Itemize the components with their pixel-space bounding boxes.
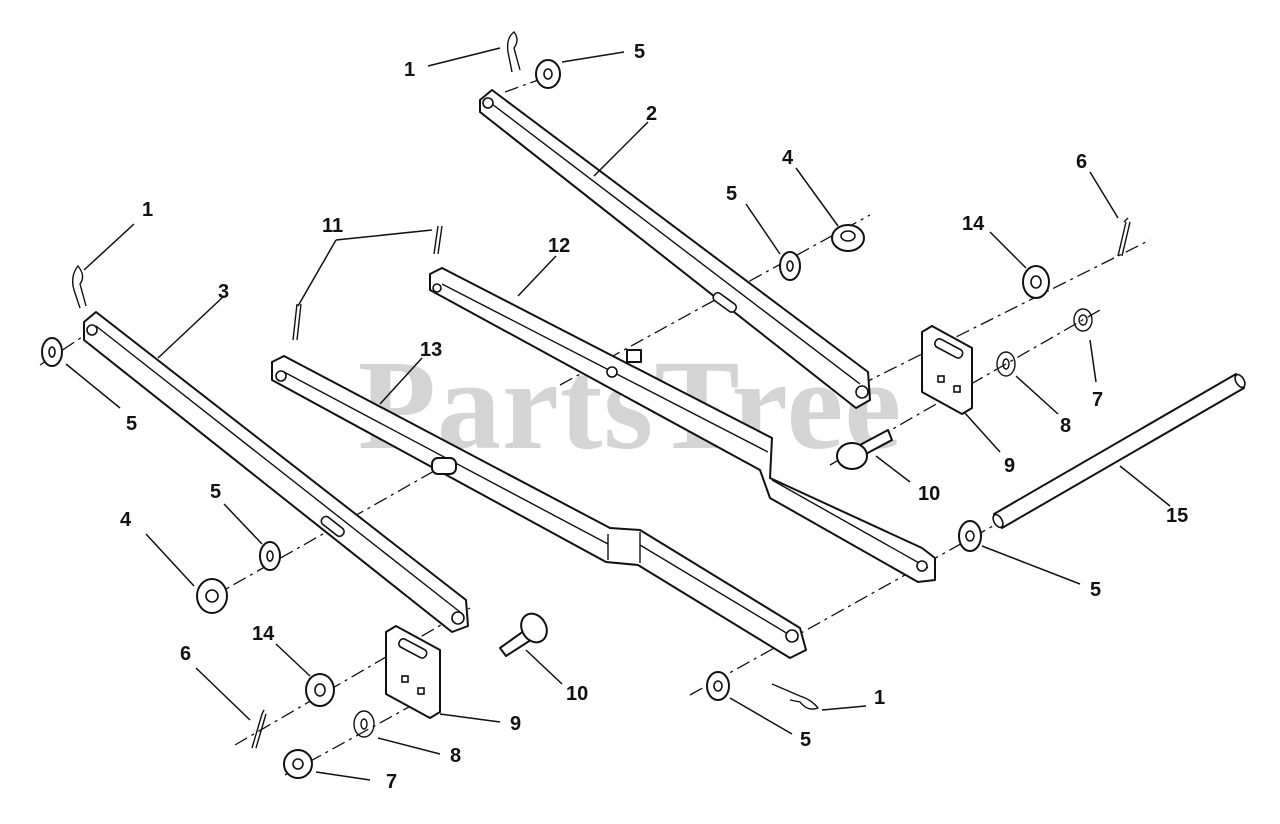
bracket-9-right [921, 325, 973, 415]
washers [41, 59, 1050, 738]
washer-5-mid [779, 251, 801, 281]
lift-link-12 [429, 267, 936, 583]
lift-link-2 [479, 89, 871, 409]
callout-label: 6 [180, 643, 191, 665]
callout-label: 4 [782, 147, 794, 169]
callout-label: 11 [322, 215, 343, 237]
callout-label: 2 [646, 103, 657, 125]
callout-label: 14 [252, 623, 275, 645]
leader-lines [65, 47, 1171, 781]
washer-5-right-rod [958, 520, 982, 552]
hair-pin-1-top [506, 31, 521, 73]
callout-label: 1 [404, 59, 415, 81]
cotter-pins [251, 217, 1131, 749]
washer-5-bottom [706, 671, 730, 701]
callout-label: 10 [566, 683, 588, 705]
washer-5-left [41, 337, 63, 367]
callout-label: 5 [726, 183, 737, 205]
washer-14-right [1022, 265, 1050, 299]
callout-label: 5 [634, 41, 645, 63]
lift-link-3 [83, 311, 469, 633]
callout-label: 15 [1166, 505, 1188, 527]
cotter-pin-11-top [433, 225, 443, 255]
callout-label: 7 [1092, 389, 1103, 411]
callout-label: 14 [962, 213, 985, 235]
washer-5-top [535, 59, 561, 89]
nut-7-left [283, 749, 313, 779]
callout-label: 9 [1004, 455, 1015, 477]
callout-label: 10 [918, 483, 940, 505]
washer-8-right [996, 351, 1016, 377]
callout-label: 5 [800, 729, 811, 751]
callout-label: 5 [1090, 579, 1101, 601]
callout-label: 5 [210, 481, 221, 503]
callout-label: 3 [218, 281, 229, 303]
nut-4-bottom [196, 578, 228, 614]
nut-7-right [1073, 308, 1093, 332]
callout-label: 1 [142, 199, 153, 221]
callout-label: 6 [1076, 151, 1087, 173]
callout-label: 12 [548, 235, 570, 257]
callout-label: 4 [120, 509, 132, 531]
cotter-pin-6-right [1117, 217, 1131, 257]
hair-pins [71, 31, 820, 710]
washer-14-left [305, 673, 335, 707]
lift-link-13 [271, 355, 807, 659]
callout-label: 8 [450, 745, 461, 767]
hair-pin-1-bottom [771, 683, 820, 710]
washer-8-left [353, 710, 375, 738]
cotter-pin-6-left [251, 709, 267, 749]
washer-5-lower-left [259, 541, 281, 571]
bolt-10-left [499, 612, 548, 657]
callout-labels: 1 5 2 4 5 6 14 1 11 12 3 13 5 7 8 9 10 1… [120, 41, 1188, 793]
callout-label: 1 [874, 687, 885, 709]
callout-label: 5 [126, 413, 137, 435]
bolt-10-right [836, 429, 893, 470]
callout-label: 8 [1060, 415, 1071, 437]
nut-4-top [831, 224, 865, 252]
hair-pin-1-left [71, 264, 87, 309]
callout-label: 9 [510, 713, 521, 735]
cotter-pin-11-left [292, 303, 302, 341]
bracket-9-left [385, 625, 441, 719]
rod-15 [992, 373, 1246, 529]
callout-label: 13 [420, 339, 442, 361]
callout-label: 7 [386, 771, 397, 793]
